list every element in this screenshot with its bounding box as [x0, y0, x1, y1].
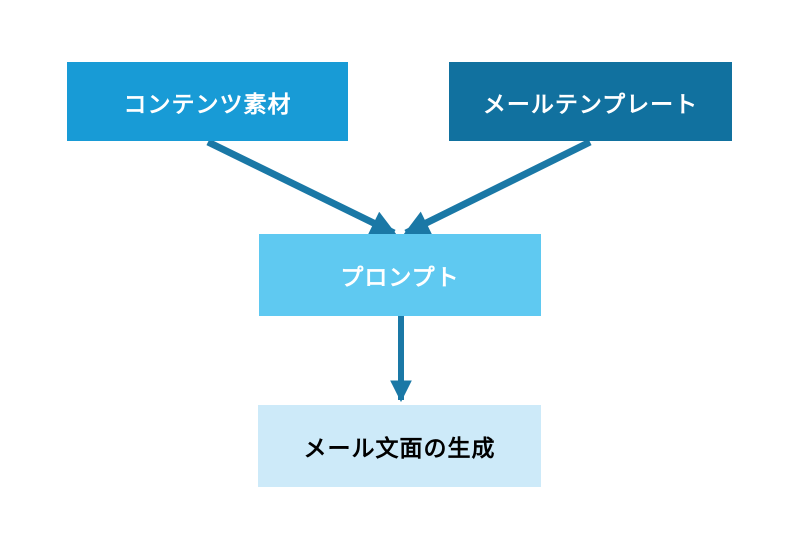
node-mail-generation-label: メール文面の生成	[303, 435, 496, 461]
edge-mail-template-to-prompt	[403, 138, 592, 237]
node-prompt-label: プロンプト	[340, 264, 460, 290]
node-prompt: プロンプト	[259, 234, 541, 316]
node-mail-generation: メール文面の生成	[258, 405, 541, 487]
node-content-material-label: コンテンツ素材	[123, 90, 292, 117]
node-mail-template-label: メールテンプレート	[482, 90, 699, 117]
edge-content-material-to-prompt	[206, 138, 397, 237]
node-mail-template: メールテンプレート	[449, 62, 732, 141]
node-content-material: コンテンツ素材	[67, 62, 348, 141]
